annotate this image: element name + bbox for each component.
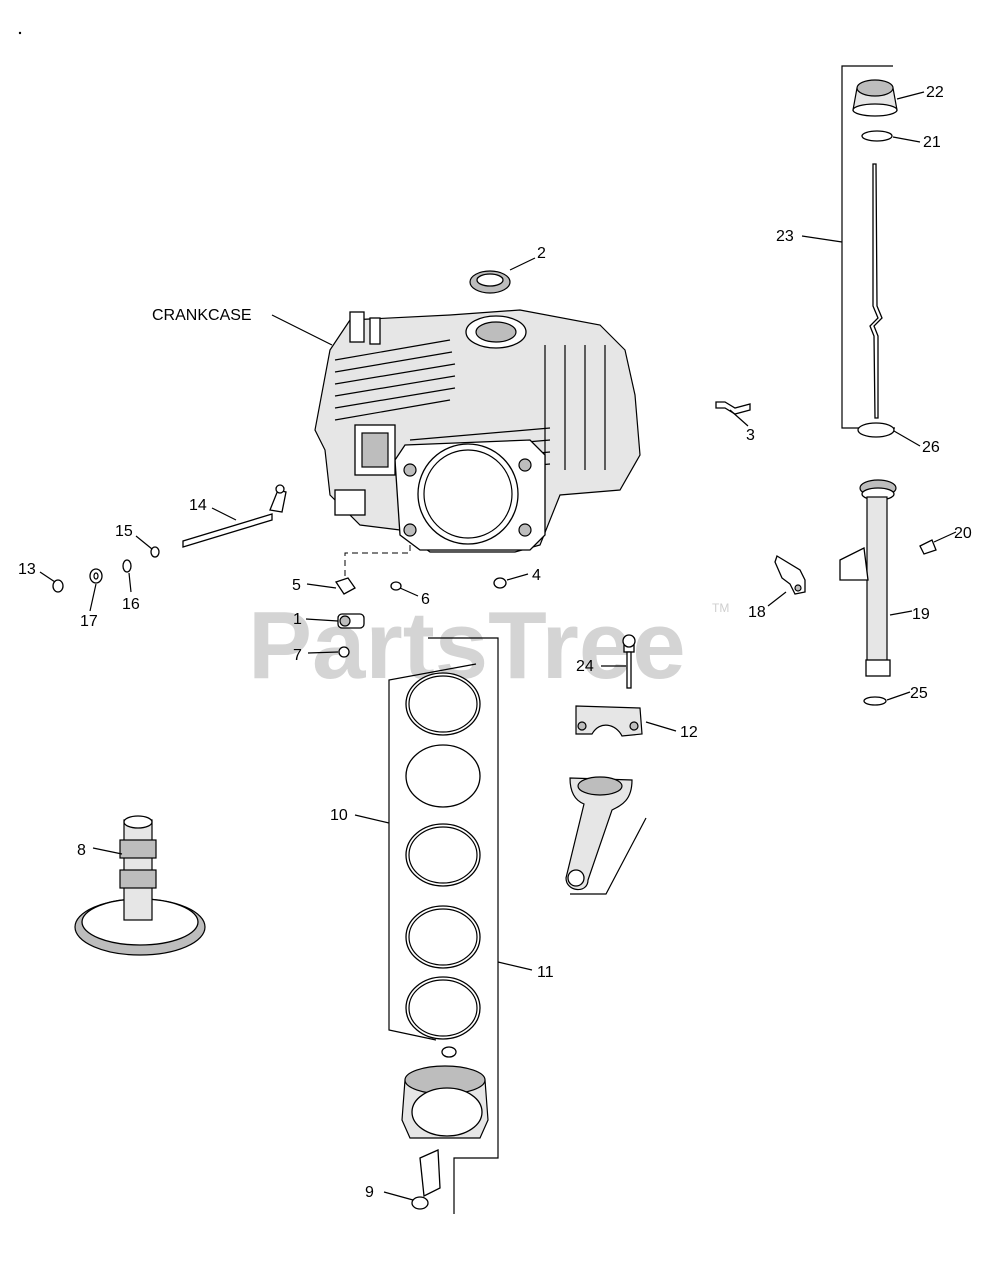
part-25-o-ring[interactable] xyxy=(863,696,887,706)
label-part-18: 18 xyxy=(748,604,766,621)
part-15-washer[interactable] xyxy=(150,546,160,558)
part-13-washer[interactable] xyxy=(52,579,64,593)
label-part-6: 6 xyxy=(421,591,430,608)
connecting-rod[interactable] xyxy=(565,776,647,895)
label-part-26: 26 xyxy=(922,439,940,456)
part-26-o-ring[interactable] xyxy=(857,422,895,438)
label-part-4: 4 xyxy=(532,567,541,584)
label-part-10: 10 xyxy=(330,807,348,824)
part-11-piston[interactable] xyxy=(401,1046,489,1198)
callout-labels: CRANKCASE 1 2 3 4 5 6 7 8 9 10 11 12 13 … xyxy=(18,84,972,1201)
label-part-5: 5 xyxy=(292,577,301,594)
part-6-plug[interactable] xyxy=(390,581,402,591)
label-part-9: 9 xyxy=(365,1184,374,1201)
part-22-dipstick-cap[interactable] xyxy=(852,79,898,117)
part-21-o-ring[interactable] xyxy=(861,130,893,142)
crankcase[interactable] xyxy=(314,309,641,553)
label-part-22: 22 xyxy=(926,84,944,101)
part-4-dowel[interactable] xyxy=(493,577,507,589)
label-part-2: 2 xyxy=(537,245,546,262)
part-23-dipstick[interactable] xyxy=(869,163,883,419)
part-5-valve[interactable] xyxy=(334,577,356,595)
watermark-trademark: TM xyxy=(712,601,729,615)
dipstick-bracket xyxy=(841,65,895,429)
rings-bracket xyxy=(388,637,499,1214)
part-24-bolt[interactable] xyxy=(622,634,636,689)
label-part-17: 17 xyxy=(80,613,98,630)
part-2-oil-seal[interactable] xyxy=(469,270,511,294)
part-17-washer[interactable] xyxy=(89,568,103,584)
label-part-23: 23 xyxy=(776,228,794,245)
label-part-7: 7 xyxy=(293,647,302,664)
part-18-bracket[interactable] xyxy=(774,555,806,595)
label-part-24: 24 xyxy=(576,658,594,675)
part-12-connecting-rod-cap[interactable] xyxy=(575,705,643,737)
label-part-16: 16 xyxy=(122,596,140,613)
part-14-governor-shaft[interactable] xyxy=(182,484,287,548)
part-9-retaining-ring[interactable] xyxy=(411,1196,429,1210)
part-7-nut[interactable] xyxy=(338,646,350,658)
label-part-21: 21 xyxy=(923,134,941,151)
label-part-19: 19 xyxy=(912,606,930,623)
label-part-1: 1 xyxy=(293,611,302,628)
part-1-governor[interactable] xyxy=(337,613,365,629)
label-crankcase: CRANKCASE xyxy=(152,307,252,324)
label-part-8: 8 xyxy=(77,842,86,859)
part-20-screw[interactable] xyxy=(919,539,937,555)
label-part-11: 11 xyxy=(537,964,554,981)
label-part-25: 25 xyxy=(910,685,928,702)
label-part-20: 20 xyxy=(954,525,972,542)
part-16-clip[interactable] xyxy=(122,559,132,573)
label-part-15: 15 xyxy=(115,523,133,540)
part-10-piston-ring-set[interactable] xyxy=(405,672,481,1040)
label-part-13: 13 xyxy=(18,561,36,578)
part-19-dipstick-tube[interactable] xyxy=(839,479,897,677)
label-part-14: 14 xyxy=(189,497,207,514)
part-3-breather-tube[interactable] xyxy=(715,401,751,415)
part-8-camshaft[interactable] xyxy=(74,815,206,956)
label-part-12: 12 xyxy=(680,724,698,741)
label-part-3: 3 xyxy=(746,427,755,444)
